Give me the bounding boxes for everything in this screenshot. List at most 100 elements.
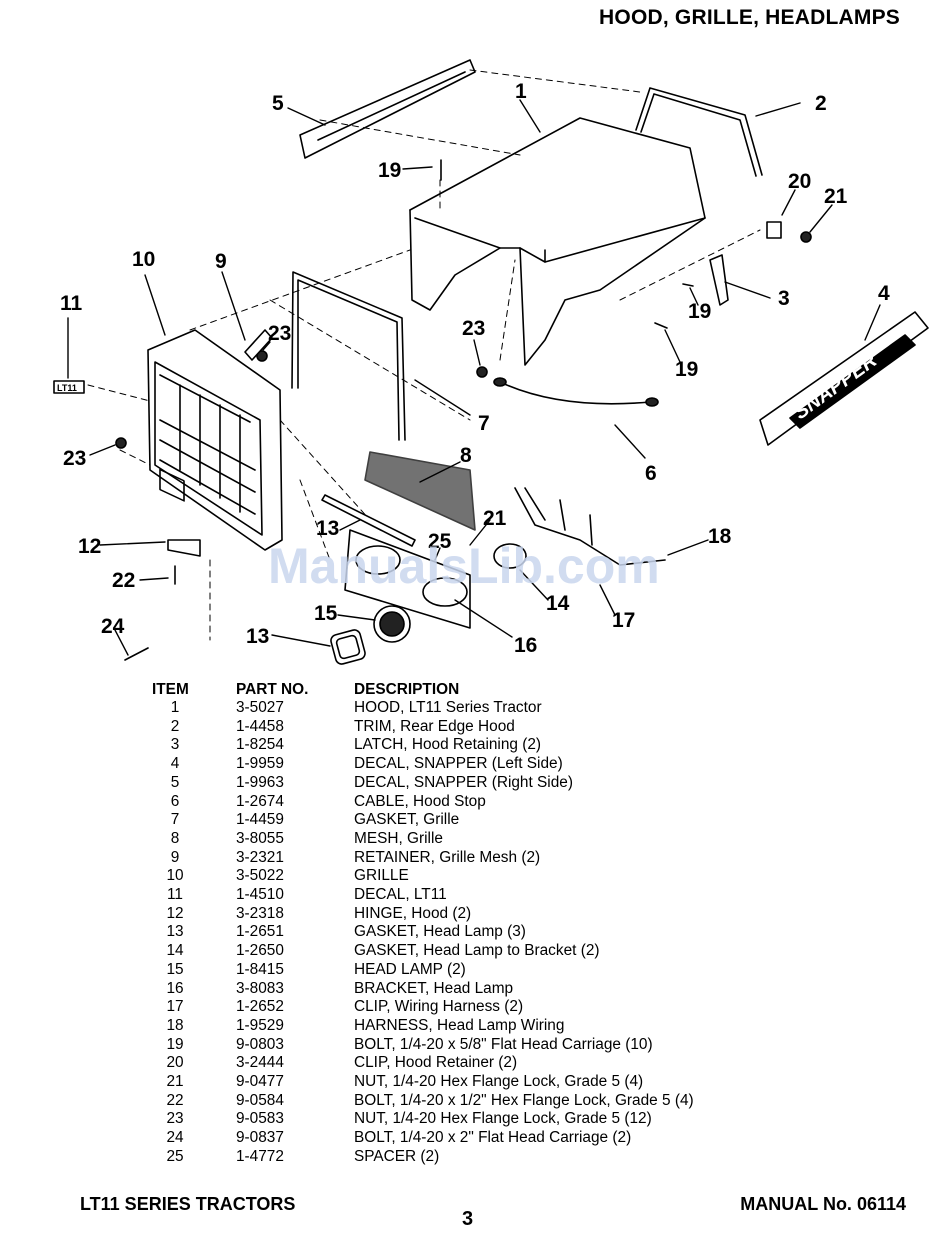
item-cell: 19 (166, 1035, 184, 1053)
callout-16: 16 (514, 634, 537, 657)
part-no-cell: 3-5027 (236, 699, 284, 716)
item-cell: 18 (166, 1016, 184, 1034)
callout-15: 15 (314, 602, 338, 625)
part-no-cell: 3-2321 (236, 848, 284, 866)
callout-13b: 13 (246, 625, 269, 648)
callout-21b: 21 (483, 507, 507, 530)
callout-labels: 1 2 3 4 5 6 7 8 9 10 11 12 13 13 14 15 1… (60, 80, 890, 657)
callout-8: 8 (460, 444, 472, 467)
part-4-snapper-decal (759, 311, 929, 446)
description-cell: BOLT, 1/4-20 x 5/8" Flat Head Carriage (… (354, 1035, 653, 1053)
part-21-nut (800, 231, 812, 243)
table-row: 4 1-9959 DECAL, SNAPPER (Left Side) (140, 755, 694, 774)
part-no-cell: 1-2652 (236, 998, 284, 1016)
part-no-cell: 9-0837 (236, 1129, 284, 1147)
part-no-cell: 1-9529 (236, 1016, 284, 1034)
callout-6: 6 (645, 462, 657, 485)
item-cell: 22 (166, 1091, 184, 1109)
item-cell: 25 (166, 1147, 184, 1165)
description-cell: HOOD, LT11 Series Tractor (354, 699, 542, 716)
header-item: ITEM (152, 680, 189, 698)
part-13-gasket-strip (321, 494, 416, 547)
item-cell: 3 (170, 736, 180, 754)
part-no-cell: 3-5022 (236, 867, 284, 885)
description-cell: BOLT, 1/4-20 x 2" Flat Head Carriage (2) (354, 1129, 632, 1147)
watermark: ManualsLib.com (268, 538, 660, 594)
callout-23a: 23 (268, 322, 291, 345)
item-cell: 23 (166, 1110, 184, 1128)
header-part-no: PART NO. (236, 680, 309, 698)
callout-2: 2 (815, 92, 827, 115)
callout-10: 10 (132, 248, 155, 271)
description-cell: HARNESS, Head Lamp Wiring (354, 1016, 565, 1034)
parts-table-header-row: ITEM PART NO. DESCRIPTION (140, 680, 694, 699)
description-cell: DECAL, SNAPPER (Left Side) (354, 755, 563, 773)
item-cell: 21 (166, 1073, 184, 1091)
part-16-headlamp-bracket (344, 529, 471, 629)
table-row: 17 1-2652 CLIP, Wiring Harness (2) (140, 998, 694, 1017)
part-no-cell: 1-9959 (236, 755, 284, 773)
callout-4: 4 (878, 282, 890, 305)
part-20-hood-clip (766, 221, 782, 239)
description-cell: CLIP, Hood Retainer (2) (354, 1054, 518, 1072)
part-3-latch (709, 254, 729, 306)
item-cell: 7 (170, 811, 180, 829)
part-no-cell: 3-2444 (236, 1054, 284, 1072)
description-cell: LATCH, Hood Retaining (2) (354, 736, 542, 754)
part-15-headlamp (373, 605, 411, 643)
callout-21a: 21 (824, 185, 848, 208)
part-24-bolt (124, 647, 149, 661)
item-cell: 4 (170, 755, 180, 773)
part-13-headlamp-gasket (330, 629, 366, 665)
item-cell: 8 (170, 829, 180, 847)
part-no-cell: 1-2674 (236, 792, 284, 810)
item-cell: 6 (170, 792, 180, 810)
part-no-cell: 3-2318 (236, 904, 284, 922)
part-9-retainer (244, 329, 273, 361)
description-cell: DECAL, LT11 (354, 886, 447, 904)
callout-11: 11 (60, 292, 83, 315)
part-no-cell: 1-4510 (236, 886, 284, 904)
description-cell: BRACKET, Head Lamp (354, 979, 514, 997)
part-no-cell: 1-8254 (236, 736, 284, 754)
header-description: DESCRIPTION (354, 680, 460, 698)
part-11-lt11-decal (53, 380, 85, 394)
item-cell: 17 (166, 998, 184, 1016)
item-cell: 2 (170, 717, 180, 735)
page-number: 3 (462, 1208, 474, 1230)
part-8-mesh (364, 451, 476, 531)
callout-18: 18 (708, 525, 732, 548)
item-cell: 12 (166, 904, 184, 922)
part-19-bolts (440, 159, 694, 329)
callout-25: 25 (428, 530, 452, 553)
part-5-decal-strip (299, 59, 476, 159)
part-6-hood-stop-cable (493, 377, 659, 407)
part-no-cell: 1-2651 (236, 923, 284, 941)
description-cell: CLIP, Wiring Harness (2) (354, 998, 524, 1016)
item-cell: 15 (166, 960, 184, 978)
description-cell: RETAINER, Grille Mesh (2) (354, 848, 541, 866)
description-cell: GASKET, Head Lamp (3) (354, 923, 526, 941)
callout-19b: 19 (688, 300, 711, 323)
part-no-cell: 1-9963 (236, 773, 284, 791)
part-7-grille-gasket (291, 271, 406, 441)
callout-1: 1 (515, 80, 527, 103)
description-cell: GASKET, Grille (354, 811, 460, 829)
part-no-cell: 1-2650 (236, 942, 284, 960)
part-no-cell: 1-8415 (236, 960, 284, 978)
callout-20: 20 (788, 170, 811, 193)
part-14-gasket-ring (493, 543, 527, 569)
